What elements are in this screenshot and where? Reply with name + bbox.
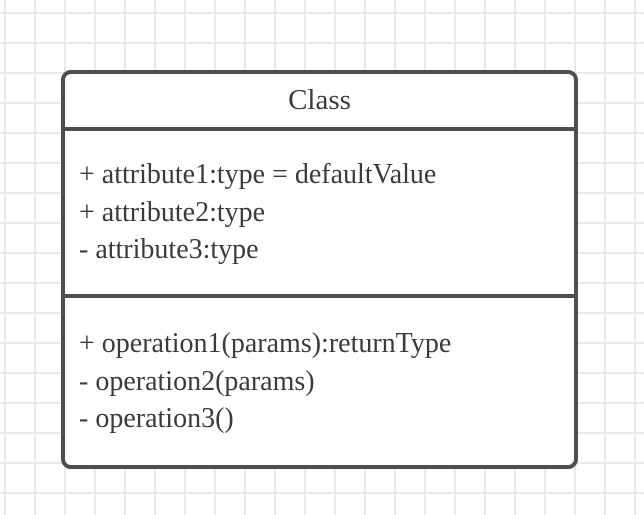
class-name: Class xyxy=(288,84,351,116)
operations-compartment: + operation1(params):returnType - operat… xyxy=(65,298,574,465)
attribute-row: + attribute2:type xyxy=(79,196,266,228)
attribute-row: - attribute3:type xyxy=(79,234,259,266)
operation-row: + operation1(params):returnType xyxy=(79,328,452,360)
attribute-row: + attribute1:type = defaultValue xyxy=(79,159,437,191)
uml-class-shape[interactable]: Class + attribute1:type = defaultValue +… xyxy=(61,70,578,469)
operation-row: - operation3() xyxy=(79,403,234,435)
operation-row: - operation2(params) xyxy=(79,365,315,397)
attributes-compartment: + attribute1:type = defaultValue + attri… xyxy=(65,131,574,298)
class-name-compartment: Class xyxy=(65,74,574,131)
